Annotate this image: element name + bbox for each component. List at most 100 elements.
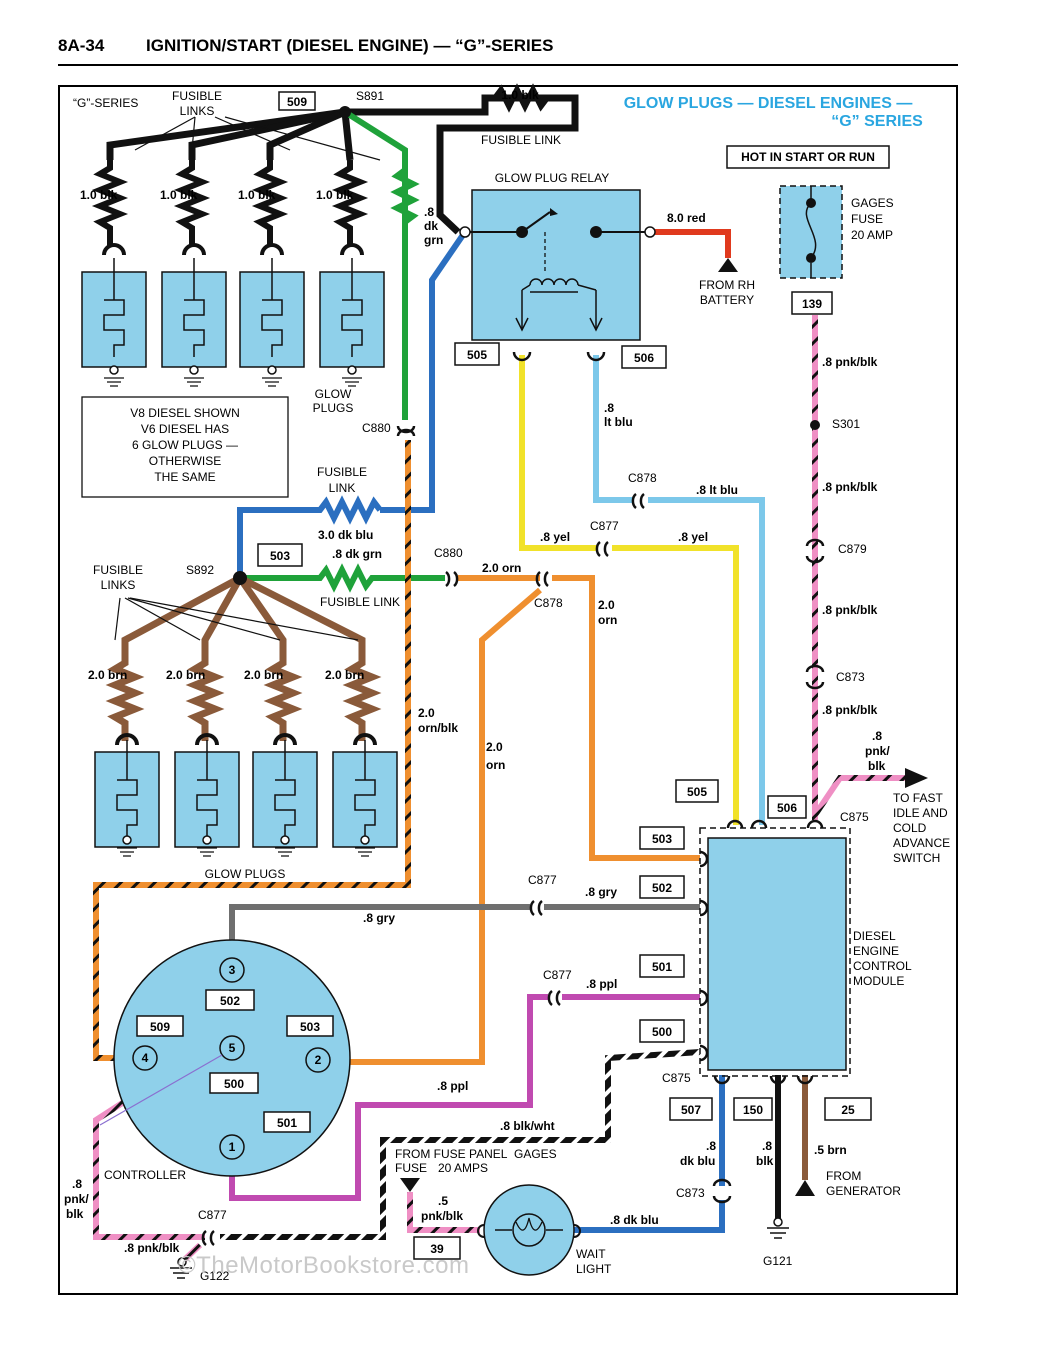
page-title: IGNITION/START (DIESEL ENGINE) — “G”-SER… <box>146 36 554 55</box>
label-c875-a: C875 <box>840 810 869 824</box>
wire-dk-blu <box>380 230 468 513</box>
label-pnk-blk-bottom: .8 pnk/blk <box>124 1241 180 1255</box>
label-fusible-link-mid-2: LINK <box>329 481 356 495</box>
generator-arrow-icon <box>795 1180 815 1196</box>
wire-red <box>655 229 731 258</box>
label-brn-4: 2.0 brn <box>325 668 364 682</box>
glow-plug-bottom-3 <box>252 733 318 857</box>
glow-plug-top-2 <box>161 243 227 387</box>
circuit-509: 509 <box>287 95 307 109</box>
page-number: 8A-34 <box>58 36 105 55</box>
note-line-1: V8 DIESEL SHOWN <box>130 406 240 420</box>
label-c878-b: C878 <box>534 596 563 610</box>
label-c879: C879 <box>838 542 867 556</box>
controller-terminals: 3 4 5 2 1 <box>142 963 322 1154</box>
label-hot-in-start: HOT IN START OR RUN <box>741 150 875 164</box>
diagram-title-line1: GLOW PLUGS — DIESEL ENGINES — <box>624 95 913 112</box>
label-gages-fuse-3: 20 AMP <box>851 228 893 242</box>
label-pnk-blk-e-3: blk <box>868 759 886 773</box>
label-2-0-orn-c-1: 2.0 <box>486 740 503 754</box>
wire-gry <box>229 904 700 958</box>
glow-plug-top-1 <box>81 243 147 387</box>
label-fusible-links-bot-1: FUSIBLE <box>93 563 143 577</box>
label-to-fast-2: IDLE AND <box>893 806 948 820</box>
glow-plug-relay <box>459 189 656 362</box>
note-line-2: V6 DIESEL HAS <box>141 422 229 436</box>
label-module-1: DIESEL <box>853 929 896 943</box>
bottom-link-pointers <box>114 597 359 641</box>
circuit-numbers: 509 503 505 506 139 505 506 503 502 501 … <box>150 95 855 1256</box>
diesel-engine-control-module <box>699 819 851 1085</box>
terminal-4: 4 <box>142 1051 149 1065</box>
label-lt-blu-b: .8 lt blu <box>696 483 738 497</box>
label-to-fast-3: COLD <box>893 821 927 835</box>
note-line-4: OTHERWISE <box>149 454 221 468</box>
label-pnk-blk-05-2: pnk/blk <box>421 1209 463 1223</box>
circuit-500: 500 <box>652 1025 672 1039</box>
label-from-rh-2: BATTERY <box>700 293 754 307</box>
circuit-502: 502 <box>652 881 672 895</box>
label-8-0-red: 8.0 red <box>667 211 706 225</box>
diagram-labels: “G”-SERIES FUSIBLE LINKS S891 1.0 blk FU… <box>64 88 950 1283</box>
label-dk-blu-a-1: .8 <box>706 1139 716 1153</box>
label-pnk-blk-left-3: blk <box>66 1207 84 1221</box>
label-s892: S892 <box>186 563 214 577</box>
wire-ppl <box>229 994 700 1201</box>
ground-g122-icon <box>170 1267 192 1279</box>
label-lt-blu-a-1: .8 <box>604 401 614 415</box>
glow-plug-top-4 <box>319 243 385 387</box>
label-from-fuse-3: 20 AMPS <box>438 1161 488 1175</box>
label-module-2: ENGINE <box>853 944 899 958</box>
controller-circuit-502: 502 <box>220 994 240 1008</box>
label-from-fuse-2: FUSE <box>395 1161 427 1175</box>
circuit-501: 501 <box>652 960 672 974</box>
label-2-0-orn-c-2: orn <box>486 758 505 772</box>
label-from-gen-1: FROM <box>826 1169 861 1183</box>
wire-orn-blk <box>93 440 411 1061</box>
label-from-rh-1: FROM RH <box>699 278 755 292</box>
label-brn-2: 2.0 brn <box>166 668 205 682</box>
ground-g121-terminal <box>773 1217 783 1227</box>
diagram-title-line2: “G” SERIES <box>831 113 923 130</box>
label-c873-a: C873 <box>836 670 865 684</box>
label-pnk-blk-e-1: .8 <box>872 729 882 743</box>
top-link-pointers <box>134 116 381 161</box>
terminal-5: 5 <box>229 1041 236 1055</box>
wire-pnk-blk-wait <box>407 1192 480 1233</box>
label-s301: S301 <box>832 417 860 431</box>
label-c878-a: C878 <box>628 471 657 485</box>
fusible-link-dk-blu <box>237 495 383 578</box>
label-fusible-links-top-2: LINKS <box>180 104 215 118</box>
label-glow-plug-relay: GLOW PLUG RELAY <box>495 171 609 185</box>
wire-yel <box>519 355 739 825</box>
note-line-5: THE SAME <box>154 470 215 484</box>
label-c877-a: C877 <box>590 519 619 533</box>
watermark: ©TheMotorBookstore.com <box>178 1252 470 1279</box>
glow-plug-top-3 <box>239 243 305 387</box>
terminal-2: 2 <box>315 1053 322 1067</box>
label-c873-b: C873 <box>676 1186 705 1200</box>
label-pnk-blk-d: .8 pnk/blk <box>822 703 878 717</box>
label-pnk-blk-05-1: .5 <box>438 1194 448 1208</box>
label-glow-plugs-a-1: GLOW <box>315 387 352 401</box>
wire-blk-wht <box>220 1049 701 1240</box>
circuit-507: 507 <box>681 1103 701 1117</box>
label-3-0-dk-blu: 3.0 dk blu <box>318 528 373 542</box>
label-to-fast-1: TO FAST <box>893 791 943 805</box>
circuit-503-module: 503 <box>652 832 672 846</box>
battery-terminal-icon <box>718 258 738 272</box>
label-fusible-link-grn: FUSIBLE LINK <box>320 595 400 609</box>
fusible-link-dk-grn-top <box>390 167 420 225</box>
label-fusible-links-bot-2: LINKS <box>101 578 136 592</box>
label-dk-blu-b: .8 dk blu <box>610 1213 659 1227</box>
label-dk-grn-top-3: grn <box>424 233 443 247</box>
splice-s892-dot <box>233 571 247 585</box>
label-glow-plugs-a-2: PLUGS <box>313 401 354 415</box>
label-pnk-blk-left-1: .8 <box>72 1177 82 1191</box>
circuit-505-relay: 505 <box>467 348 487 362</box>
splice-s301-dot <box>810 420 820 430</box>
label-module-3: CONTROL <box>853 959 912 973</box>
label-blk-08-1: .8 <box>762 1139 772 1153</box>
label-g121: G121 <box>763 1254 793 1268</box>
label-1-0-blk-top: 1.0 blk <box>501 88 539 102</box>
